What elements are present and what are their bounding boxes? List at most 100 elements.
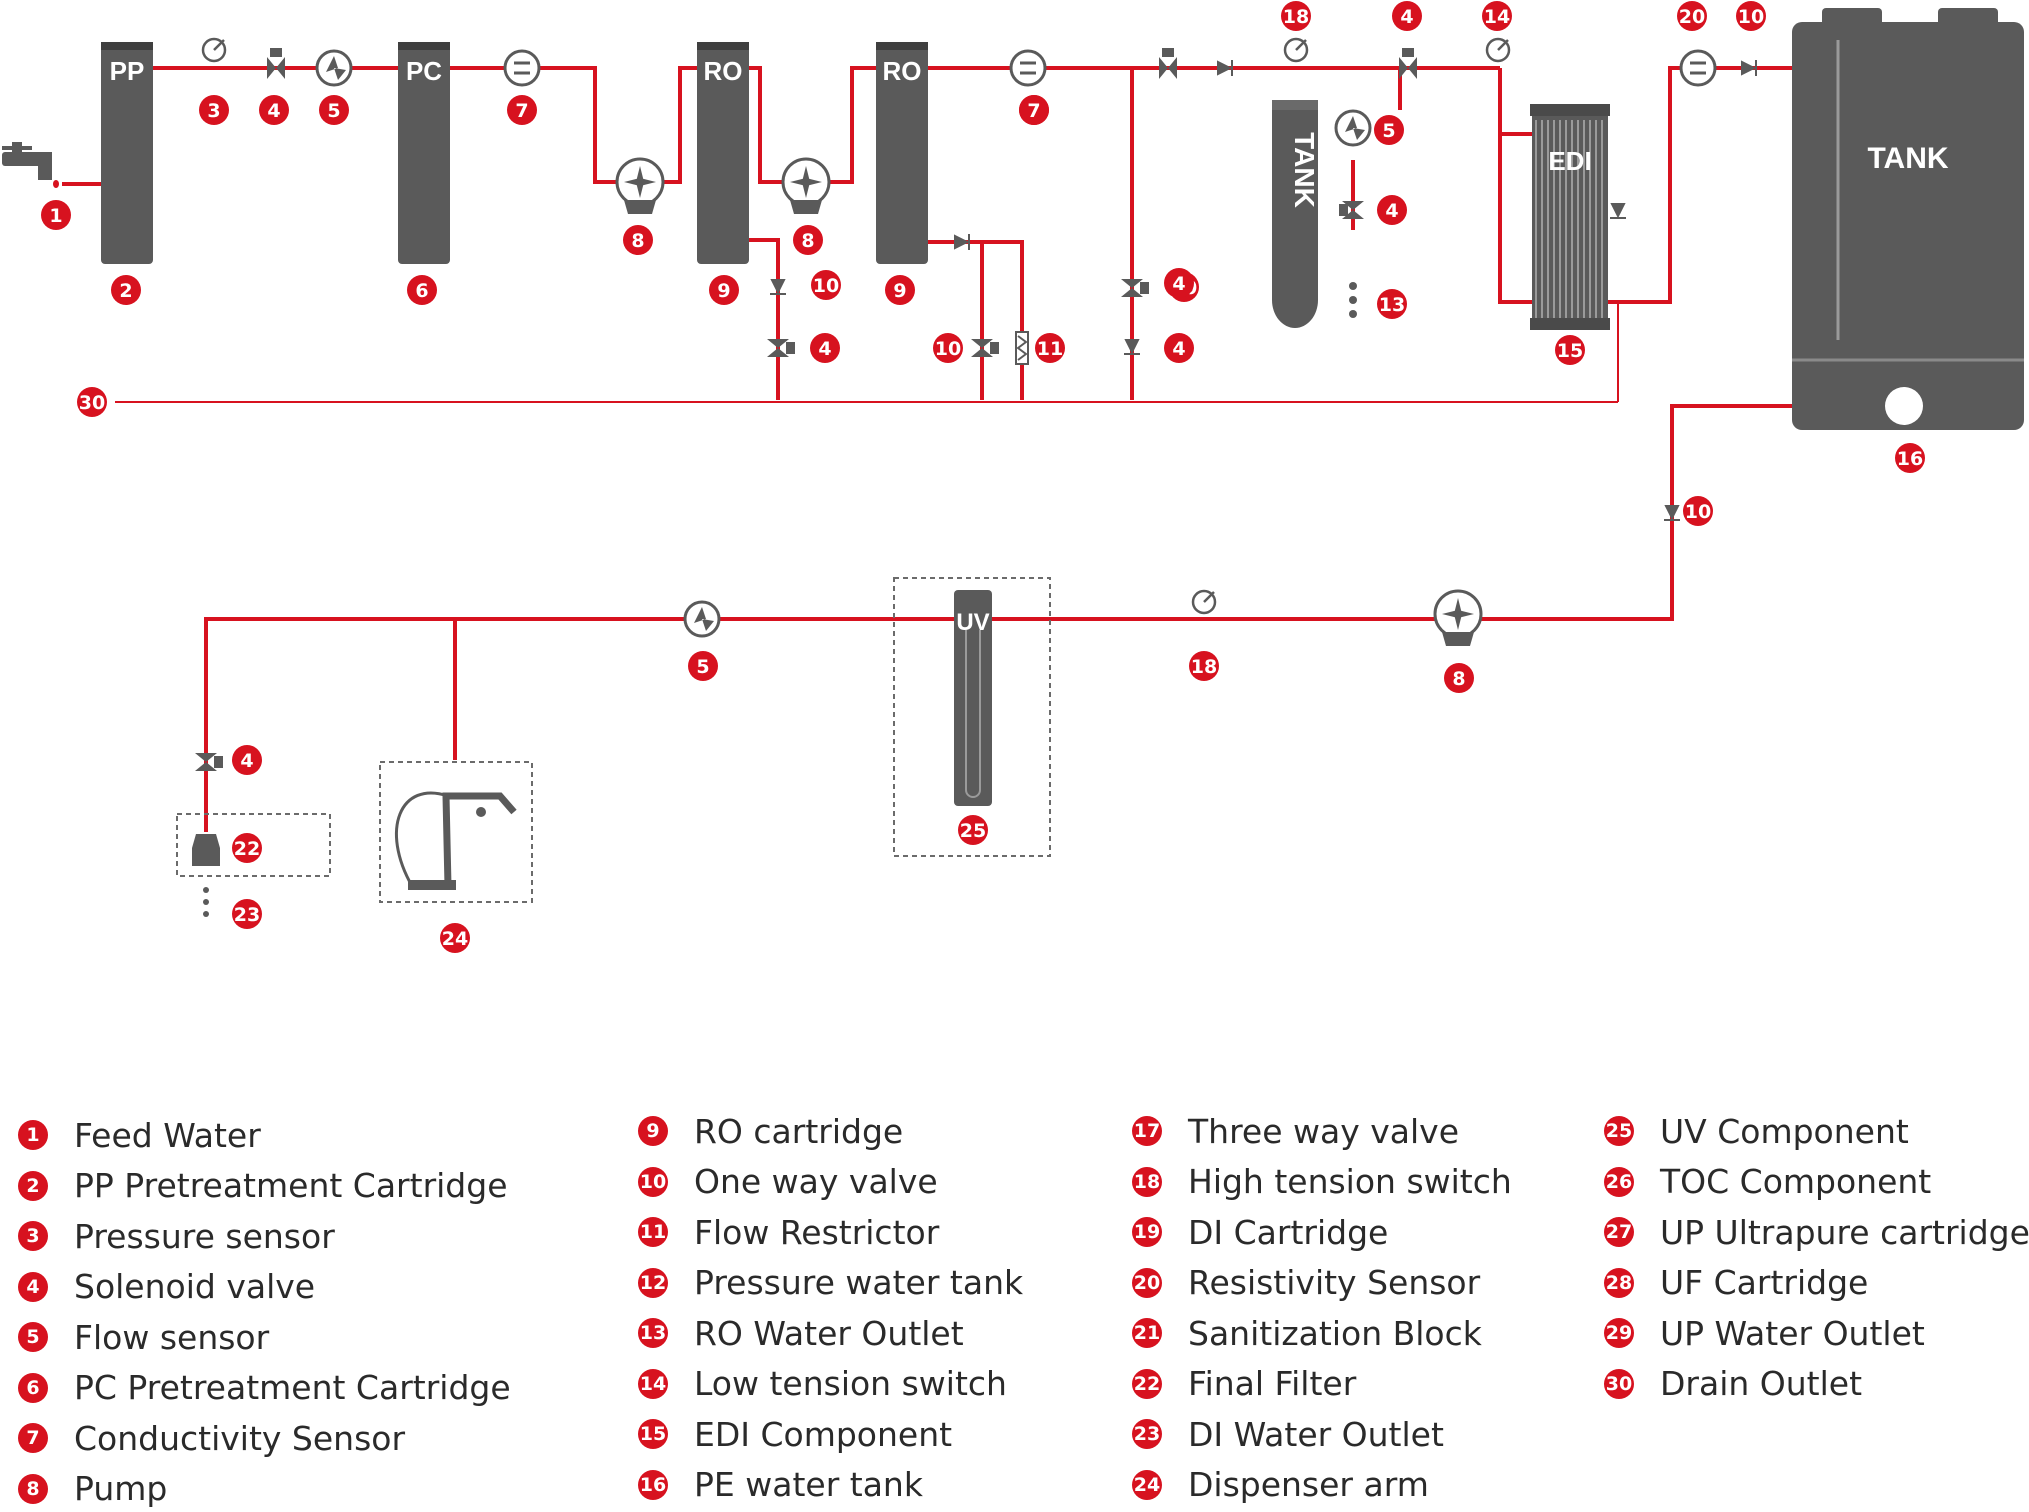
legend-badge: 16 — [638, 1469, 668, 1500]
marker-number: 8 — [801, 230, 814, 252]
legend-badge: 30 — [1604, 1368, 1634, 1399]
legend-badge: 27 — [1604, 1217, 1634, 1247]
pump-icon — [1433, 589, 1483, 646]
legend-item: 16 PE water tank — [638, 1462, 923, 1508]
legend-label: One way valve — [694, 1162, 938, 1201]
marker-number: 4 — [267, 100, 280, 122]
marker-number: 18 — [1283, 6, 1309, 28]
legend-item: 26 TOC Component — [1604, 1159, 1931, 1205]
marker-number: 6 — [415, 280, 428, 302]
marker-badge: 22 — [232, 833, 262, 863]
pc-label: PC — [406, 56, 442, 86]
marker-badge: 8 — [1444, 663, 1474, 693]
final-filter — [176, 813, 331, 917]
check-valve-icon — [770, 60, 1757, 521]
marker-badge: 1 — [41, 200, 71, 230]
marker-badge: 5 — [1374, 115, 1404, 145]
marker-number: 9 — [717, 280, 730, 302]
legend-label: DI Cartridge — [1188, 1212, 1389, 1252]
sensor-bars — [514, 61, 1706, 75]
diagram-markers: 1234567778899104101011441841454131520101… — [41, 1, 1925, 953]
legend-label: PE water tank — [694, 1465, 923, 1504]
ro-cartridge-1: RO — [697, 42, 749, 264]
legend-badge: 7 — [18, 1423, 48, 1453]
edi-label: EDI — [1548, 146, 1591, 176]
marker-number: 4 — [240, 750, 253, 772]
marker-badge: 4 — [1377, 195, 1407, 225]
marker-badge: 3 — [199, 95, 229, 125]
legend-badge: 19 — [1132, 1217, 1162, 1247]
legend-badge: 29 — [1604, 1318, 1634, 1348]
gauge-needles — [213, 39, 1509, 603]
legend-item: 30 Drain Outlet — [1604, 1361, 1862, 1407]
marker-number: 7 — [1027, 100, 1040, 122]
flow-sensor-blades — [326, 56, 1365, 631]
marker-number: 10 — [1685, 501, 1711, 523]
legend-label: Resistivity Sensor — [1188, 1263, 1481, 1302]
marker-number: 20 — [1679, 6, 1705, 28]
flow-sensor-icon — [315, 49, 1372, 638]
solenoid-valve-icon — [195, 48, 1417, 771]
marker-number: 8 — [631, 230, 644, 252]
legend-badge: 23 — [1132, 1419, 1162, 1449]
ro2-label: RO — [883, 56, 922, 86]
drain-line — [115, 300, 1619, 403]
legend-badge: 8 — [18, 1473, 48, 1504]
marker-number: 15 — [1557, 340, 1583, 362]
marker-number: 5 — [696, 656, 709, 678]
uv-component: UV — [893, 577, 1051, 857]
marker-number: 5 — [327, 100, 340, 122]
marker-number: 4 — [1400, 6, 1413, 28]
marker-number: 4 — [818, 338, 831, 360]
legend-label: Low tension switch — [694, 1364, 1007, 1403]
marker-badge: 16 — [1895, 443, 1925, 473]
marker-badge: 10 — [811, 270, 841, 300]
legend-label: Pump — [74, 1469, 168, 1508]
legend-badge: 26 — [1604, 1166, 1634, 1197]
marker-badge: 2 — [111, 275, 141, 305]
ro1-label: RO — [704, 56, 743, 86]
small-tank-label: TANK — [1289, 132, 1320, 208]
legend-label: Drain Outlet — [1660, 1364, 1863, 1403]
legend-badge: 1 — [18, 1120, 48, 1150]
pump-icon — [615, 157, 665, 214]
legend-label: PP Pretreatment Cartridge — [74, 1166, 508, 1205]
marker-number: 24 — [442, 928, 468, 950]
marker-number: 9 — [893, 280, 906, 302]
marker-badge: 14 — [1482, 1, 1512, 31]
legend-badge: 4 — [18, 1271, 48, 1302]
legend-label: TOC Component — [1660, 1162, 1932, 1201]
marker-number: 10 — [1738, 6, 1764, 28]
legend-badge: 5 — [18, 1322, 48, 1352]
marker-badge: 9 — [885, 275, 915, 305]
legend-badge: 10 — [638, 1166, 668, 1197]
pressure-tank: TANK — [1272, 100, 1320, 328]
legend-label: EDI Component — [694, 1414, 953, 1454]
marker-number: 23 — [234, 904, 260, 926]
marker-badge: 4 — [259, 95, 289, 125]
legend-label: UP Ultrapure cartridge — [1660, 1212, 2029, 1252]
legend-badge: 15 — [638, 1419, 668, 1449]
marker-number: 14 — [1484, 6, 1510, 28]
marker-number: 4 — [1172, 273, 1185, 295]
legend-item: 19 DI Cartridge — [1132, 1209, 1388, 1255]
marker-badge: 6 — [407, 275, 437, 305]
marker-number: 5 — [1382, 120, 1395, 142]
marker-badge: 20 — [1677, 1, 1707, 31]
